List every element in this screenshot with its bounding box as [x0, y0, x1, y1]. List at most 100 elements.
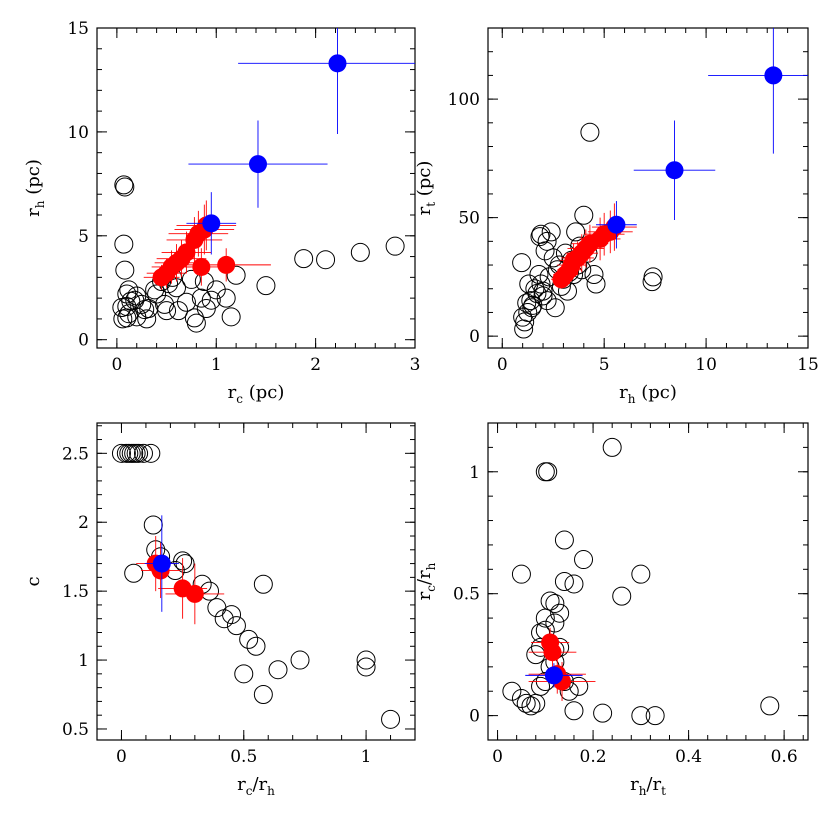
open-circle-point — [226, 616, 246, 636]
open-circle-point — [537, 291, 557, 311]
y-tick-label: 2.5 — [62, 444, 89, 464]
x-axis-label-sub: c — [246, 784, 253, 798]
x-axis-label-main: r — [228, 382, 237, 403]
open-circle-point — [157, 301, 177, 321]
x-axis-label-main: r — [237, 774, 246, 795]
x-axis-label: rc (pc) — [228, 382, 285, 406]
x-axis-label-unit: (pc) — [243, 382, 284, 403]
open-circle-point — [540, 591, 560, 611]
data-layer — [112, 28, 415, 333]
x-tick-label: 10 — [695, 355, 717, 375]
open-circle-point — [143, 515, 163, 535]
open-circle-point — [137, 309, 157, 329]
x-axis-label: rc/rh — [237, 774, 275, 798]
open-circle-point — [181, 269, 201, 289]
open-circle-point — [545, 298, 565, 318]
open-circle-point — [574, 205, 594, 225]
open-circle-point — [511, 689, 531, 709]
y-tick-label: 2 — [78, 513, 89, 533]
x-tick-label: 0.4 — [675, 747, 702, 767]
open-circle-point — [168, 301, 188, 321]
open-circle-point — [593, 703, 613, 723]
open-circle-point — [119, 304, 139, 324]
y-axis-label-sub: h — [33, 200, 47, 208]
plot-frame — [487, 27, 809, 349]
x-axis-label-sub: c — [236, 392, 243, 406]
open-circle-point — [530, 227, 550, 247]
y-tick-label: 0 — [78, 331, 89, 351]
open-circle-point — [566, 222, 586, 242]
red-point — [217, 255, 236, 274]
open-circle-point — [113, 309, 133, 329]
open-circle-point — [226, 265, 246, 285]
blue-point — [152, 554, 171, 573]
open-circle-point — [115, 177, 135, 197]
x-tick-label: 0.6 — [771, 747, 798, 767]
x-tick-label: 0.2 — [580, 747, 607, 767]
open-circle-point — [521, 291, 541, 311]
x-axis-label-sub2: t — [661, 784, 666, 798]
open-circle-point — [129, 443, 149, 463]
y-axis-label-main: c — [23, 576, 44, 586]
open-circle-point — [132, 294, 152, 314]
open-circle-point — [115, 260, 135, 280]
y-tick-label: 0 — [469, 707, 480, 727]
data-layer — [502, 437, 780, 726]
open-circle-point — [516, 693, 536, 713]
open-circle-point — [584, 265, 604, 285]
y-axis-label-sub: t — [424, 202, 438, 207]
open-circle-point — [112, 297, 132, 317]
open-circle-point — [239, 629, 259, 649]
y-tick-label: 1 — [78, 651, 89, 671]
open-circle-point — [531, 274, 551, 294]
open-circle-point — [511, 564, 531, 584]
open-circle-point — [356, 650, 376, 670]
open-circle-point — [124, 563, 144, 583]
open-circle-point — [256, 276, 276, 296]
open-circle-point — [564, 574, 584, 594]
open-circle-point — [554, 572, 574, 591]
y-axis-label-sub: c — [424, 585, 438, 592]
open-circle-point — [538, 462, 558, 482]
y-axis-label: rt (pc) — [414, 161, 438, 216]
y-axis-label: rc/rh — [414, 562, 438, 600]
open-circle-point — [518, 302, 538, 322]
open-circle-point — [631, 706, 651, 726]
open-circle-point — [356, 657, 376, 677]
y-axis-label-main: r — [414, 206, 435, 215]
y-axis-label: rh (pc) — [23, 159, 47, 217]
open-circle-point — [216, 288, 236, 308]
x-tick-label: 2 — [310, 355, 321, 375]
open-circle-point — [133, 443, 153, 463]
y-axis-label-main: r — [414, 591, 435, 600]
x-axis-label-main: r — [630, 774, 639, 795]
open-circle-point — [147, 284, 167, 304]
x-tick-label: 0 — [116, 747, 127, 767]
x-tick-label: 15 — [797, 355, 819, 375]
open-circle-point — [221, 307, 241, 327]
x-tick-label: 0 — [111, 355, 122, 375]
open-circle-point — [531, 224, 551, 244]
open-circle-point — [184, 308, 204, 328]
y-axis-label-main: r — [23, 208, 44, 217]
y-tick-label: 15 — [67, 19, 89, 39]
open-circle-point — [631, 564, 651, 584]
y-tick-label: 1.5 — [62, 582, 89, 602]
open-circle-point — [253, 685, 273, 705]
open-circle-point — [760, 696, 780, 716]
open-circle-point — [602, 437, 622, 457]
open-circle-point — [525, 279, 545, 299]
y-tick-label: 5 — [78, 227, 89, 247]
open-circle-point — [643, 267, 663, 287]
x-axis-label-sub: h — [628, 392, 636, 406]
x-axis-label-sub: h — [639, 784, 647, 798]
data-layer — [111, 443, 401, 729]
x-axis-label-sub2: h — [267, 784, 275, 798]
open-circle-point — [141, 443, 161, 463]
open-circle-point — [201, 290, 221, 310]
open-circle-point — [545, 593, 565, 613]
x-axis-label: rh/rt — [630, 774, 666, 798]
